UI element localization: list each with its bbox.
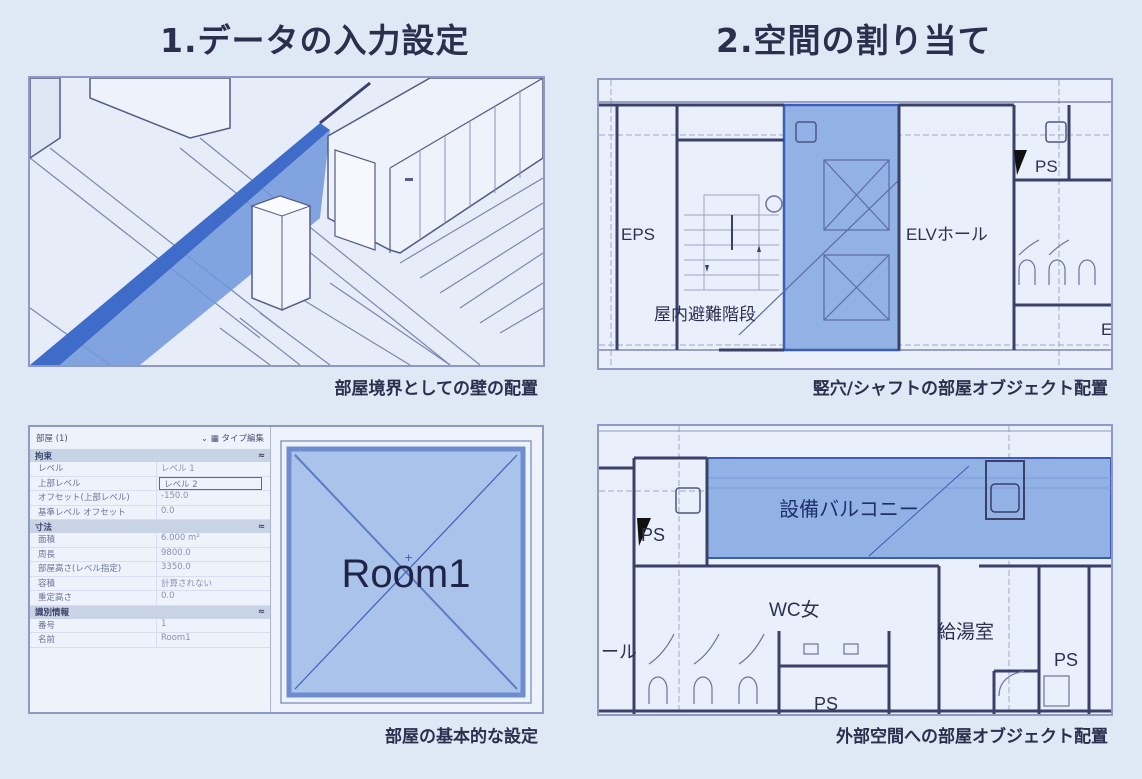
caption-exterior-placement: 外部空間への部屋オブジェクト配置 bbox=[836, 727, 1108, 747]
caption-wall-placement: 部屋境界としての壁の配置 bbox=[334, 379, 539, 399]
exterior-floor-plan: 設備バルコニー PS WC女 給湯室 PS PS ール bbox=[597, 424, 1113, 716]
label-wc-women: WC女 bbox=[769, 599, 820, 621]
element-type-selector[interactable]: 部屋 (1) bbox=[36, 434, 68, 444]
label-e-partial: E bbox=[1101, 320, 1111, 339]
caption-shaft-placement: 竪穴/シャフトの部屋オブジェクト配置 bbox=[812, 379, 1108, 399]
caption-room-settings: 部屋の基本的な設定 bbox=[385, 727, 538, 747]
room-origin-marker: + bbox=[404, 551, 413, 564]
wall-3d-view bbox=[28, 76, 545, 367]
properties-palette: 部屋 (1) ⌄ ▦ タイプ編集 拘束≈ レベルレベル 1 上部レベルレベル 2… bbox=[30, 427, 270, 712]
label-ps-left: PS bbox=[641, 525, 665, 545]
room-properties-view: 部屋 (1) ⌄ ▦ タイプ編集 拘束≈ レベルレベル 1 上部レベルレベル 2… bbox=[28, 425, 544, 714]
properties-header: 部屋 (1) ⌄ ▦ タイプ編集 bbox=[30, 427, 270, 449]
section-title-space-allocation: 2.空間の割り当て bbox=[716, 21, 992, 60]
shaft-floor-plan: EPS 屋内避難階段 ELVホール PS E bbox=[597, 78, 1113, 370]
label-balcony: 設備バルコニー bbox=[779, 498, 919, 521]
upper-level-field[interactable]: レベル 2 bbox=[159, 476, 262, 490]
room-tag-label[interactable]: Room1 bbox=[342, 552, 471, 596]
property-row[interactable]: オフセット(上部レベル)-150.0 bbox=[30, 491, 270, 506]
property-row[interactable]: 上部レベルレベル 2 bbox=[30, 476, 270, 491]
label-elv-hall: ELVホール bbox=[906, 225, 988, 244]
group-constraints[interactable]: 拘束≈ bbox=[30, 449, 270, 462]
label-ps-right: PS bbox=[1054, 650, 1078, 670]
label-ps-bottom: PS bbox=[814, 694, 838, 714]
group-dimensions[interactable]: 寸法≈ bbox=[30, 520, 270, 533]
label-kitchenette: 給湯室 bbox=[937, 621, 994, 643]
label-hall-partial: ール bbox=[601, 642, 637, 662]
group-identity[interactable]: 識別情報≈ bbox=[30, 605, 270, 619]
label-eps: EPS bbox=[621, 225, 655, 244]
section-title-data-input: 1.データの入力設定 bbox=[160, 21, 470, 60]
property-row[interactable]: レベルレベル 1 bbox=[30, 462, 270, 477]
room-preview: Room1 + bbox=[270, 427, 542, 712]
property-row[interactable]: 部屋高さ(レベル指定)3350.0 bbox=[30, 562, 270, 577]
label-stairs: 屋内避難階段 bbox=[654, 305, 756, 324]
property-row[interactable]: 容積計算されない bbox=[30, 576, 270, 591]
type-edit-button[interactable]: ⌄ ▦ タイプ編集 bbox=[200, 434, 264, 444]
label-ps: PS bbox=[1035, 157, 1058, 176]
